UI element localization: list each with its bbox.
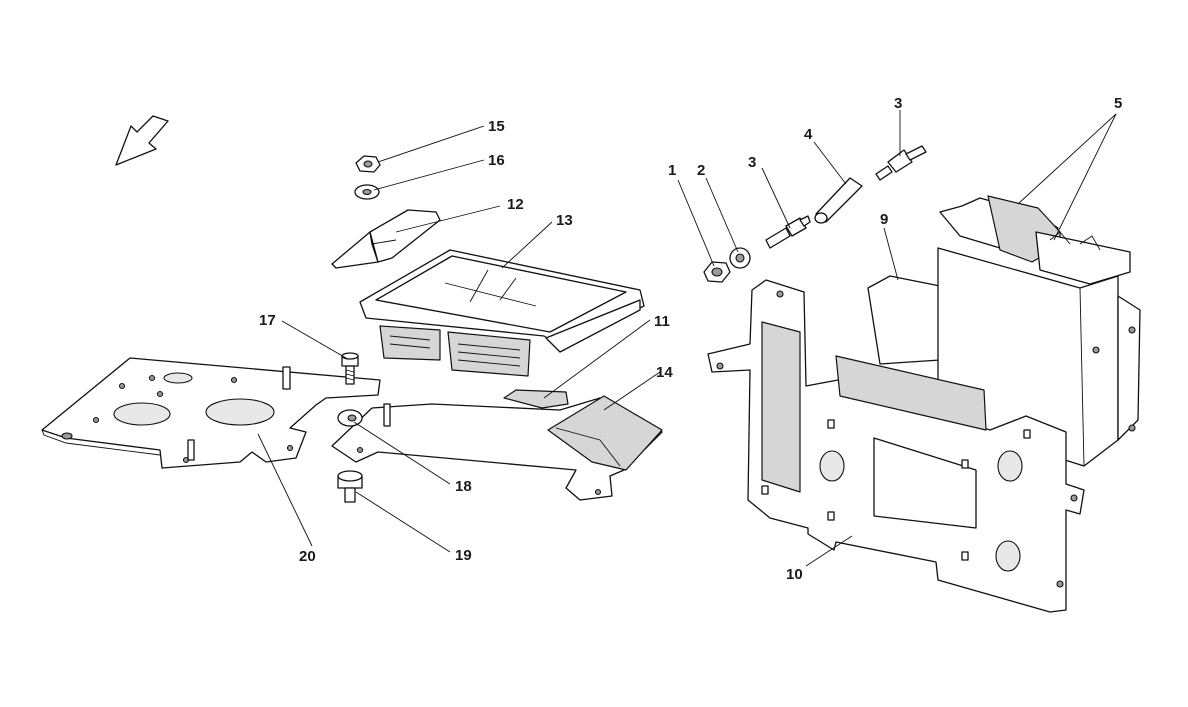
callout-19: 19 [455,547,472,564]
part-19-spacer [337,470,363,503]
part-4-standoff [814,177,863,224]
part-16-washer [354,184,380,200]
callout-12: 12 [507,196,524,213]
part-13-ecu [359,249,645,377]
callout-labels: 15 16 12 13 11 14 17 18 19 20 1 2 3 4 3 … [259,95,1122,583]
orientation-arrow-icon [115,115,169,166]
callout-14: 14 [656,364,673,381]
callout-1: 1 [668,162,676,179]
part-17-screw [341,352,359,385]
part-15-nut [355,155,381,173]
callout-4: 4 [804,126,813,143]
callout-3b: 3 [894,95,902,112]
part-2-washer [729,247,751,269]
part-3-stud-a [765,215,811,249]
callout-10: 10 [786,566,803,583]
part-12-bracket [331,209,441,269]
part-3-stud-b [875,145,927,181]
part-10-bracket [707,279,1085,613]
callout-5: 5 [1114,95,1122,112]
leader-lines [257,110,1117,567]
part-1-nut [703,261,731,283]
callout-11: 11 [654,313,670,330]
part-18-washer [337,409,363,427]
part-20-base-plate [41,357,381,469]
callout-13: 13 [556,212,573,229]
callout-16: 16 [488,152,505,169]
callout-3a: 3 [748,154,756,171]
part-14-mounting-plate [331,395,663,501]
callout-17: 17 [259,312,276,329]
callout-20: 20 [299,548,316,565]
callout-9: 9 [880,211,888,228]
callout-15: 15 [488,118,505,135]
callout-2: 2 [697,162,705,179]
callout-18: 18 [455,478,472,495]
part-11-label [503,389,569,409]
